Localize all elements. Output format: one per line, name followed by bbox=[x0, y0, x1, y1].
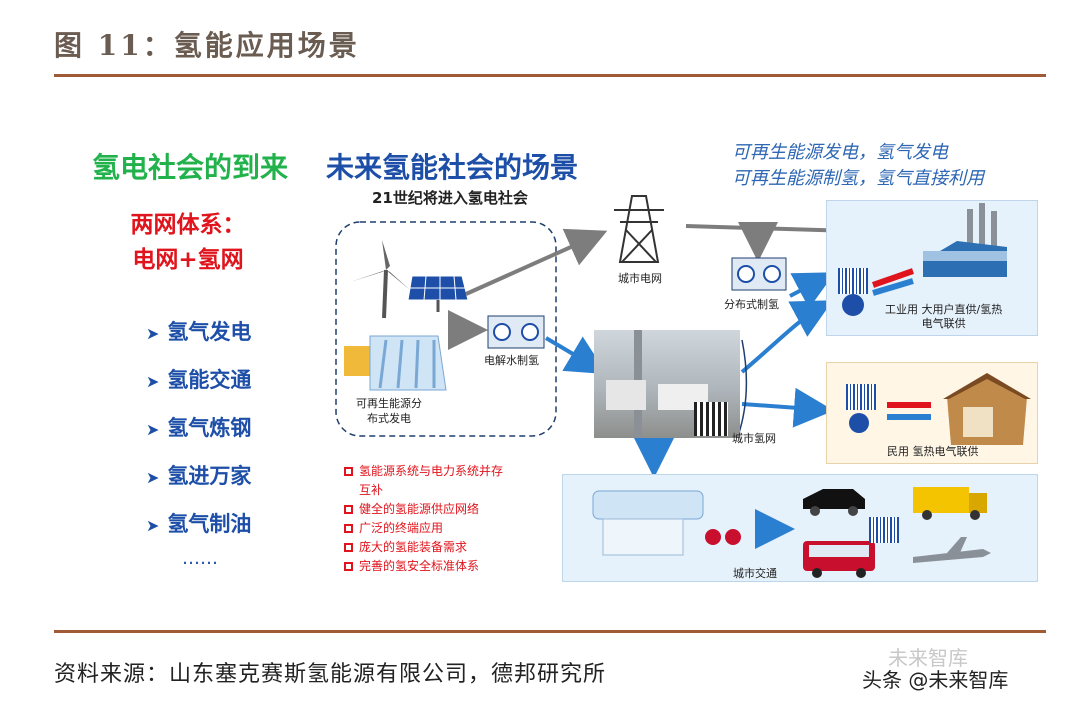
city-grid-label: 城市电网 bbox=[618, 272, 662, 285]
barcode-icon bbox=[838, 268, 868, 294]
heading-future-scenario: 未来氢能社会的场景 bbox=[326, 151, 579, 184]
airplane-icon bbox=[913, 537, 991, 563]
feature-list: 氢能源系统与电力系统并存 互补 健全的氢能源供应网络 广泛的终端应用 庞大的氢能… bbox=[344, 462, 503, 576]
watermark: 头条 @未来智库 bbox=[862, 668, 1009, 692]
car-icon bbox=[803, 489, 865, 516]
renewable-dashed-box bbox=[335, 221, 557, 437]
chevron-right-icon: ➤ bbox=[146, 372, 160, 391]
checkbox-icon bbox=[344, 562, 353, 571]
checkbox-icon bbox=[344, 543, 353, 552]
checkbox-icon bbox=[344, 467, 353, 476]
application-item: ➤氢进万家 bbox=[146, 464, 252, 488]
electrolysis-label: 电解水制氢 bbox=[484, 354, 539, 367]
two-networks-title: 两网体系： 电网+氢网 bbox=[130, 212, 246, 273]
transmission-tower-icon bbox=[614, 195, 664, 263]
arrow-distributed-to-industry bbox=[789, 272, 836, 309]
residential-panel: 民用 氢热电气联供 bbox=[826, 362, 1038, 464]
arrow-electrolysis-to-h2grid bbox=[544, 336, 607, 375]
application-item: ➤氢气制油 bbox=[146, 512, 252, 536]
hydro-dam-icon bbox=[344, 335, 447, 391]
city-transport-label: 城市交通 bbox=[733, 567, 777, 580]
chevron-right-icon: ➤ bbox=[146, 468, 160, 487]
barcode-icon bbox=[846, 384, 876, 410]
heading-hydrogen-society: 氢电社会的到来 bbox=[92, 151, 289, 184]
barcode-icon bbox=[869, 517, 899, 543]
application-item: ➤氢气炼钢 bbox=[146, 416, 252, 440]
top-rule bbox=[54, 74, 1046, 77]
distributed-electrolyzer-icon bbox=[731, 257, 787, 291]
figure-title: 图 11：氢能应用场景 bbox=[54, 29, 360, 62]
bus-icon bbox=[803, 541, 875, 578]
industrial-label: 工业用 大用户直供/氢热 电气联供 bbox=[885, 303, 1003, 330]
arrow-h2grid-to-industry bbox=[740, 300, 834, 374]
checkbox-icon bbox=[344, 524, 353, 533]
arrow-renewable-to-grid bbox=[465, 228, 608, 296]
factory-photo bbox=[594, 330, 740, 438]
distributed-gen-label: 可再生能源分 布式发电 bbox=[356, 397, 422, 425]
arrow-h2grid-to-residential bbox=[741, 387, 834, 428]
checkbox-icon bbox=[344, 505, 353, 514]
application-item: ➤氢能交通 bbox=[146, 368, 252, 392]
transport-panel: 城市交通 bbox=[562, 474, 1038, 582]
house-icon bbox=[847, 373, 1031, 445]
watermark-ghost: 未来智库 bbox=[888, 646, 968, 670]
bottom-rule bbox=[54, 630, 1046, 633]
chevron-right-icon: ➤ bbox=[146, 420, 160, 439]
century-label: 21世纪将进入氢电社会 bbox=[372, 189, 528, 207]
city-h2-grid-label: 城市氢网 bbox=[732, 432, 776, 445]
truck-icon bbox=[913, 487, 987, 520]
electrolyzer-icon bbox=[487, 315, 545, 349]
residential-label: 民用 氢热电气联供 bbox=[887, 445, 979, 458]
chevron-right-icon: ➤ bbox=[146, 516, 160, 535]
wind-turbine-icon bbox=[350, 240, 410, 319]
hydrogen-station-icon bbox=[592, 490, 741, 556]
distributed-h2-label: 分布式制氢 bbox=[724, 298, 779, 311]
ellipsis: …… bbox=[182, 548, 218, 569]
tagline: 可再生能源发电，氢气发电 可再生能源制氢，氢气直接利用 bbox=[732, 142, 984, 189]
source-note: 资料来源：山东塞克赛斯氢能源有限公司，德邦研究所 bbox=[54, 662, 607, 687]
h2-pipeline-curve bbox=[737, 339, 748, 437]
solar-panel-icon bbox=[407, 275, 469, 312]
application-item: ➤氢气发电 bbox=[146, 320, 252, 344]
transport-icons bbox=[592, 487, 991, 578]
chevron-right-icon: ➤ bbox=[146, 324, 160, 343]
